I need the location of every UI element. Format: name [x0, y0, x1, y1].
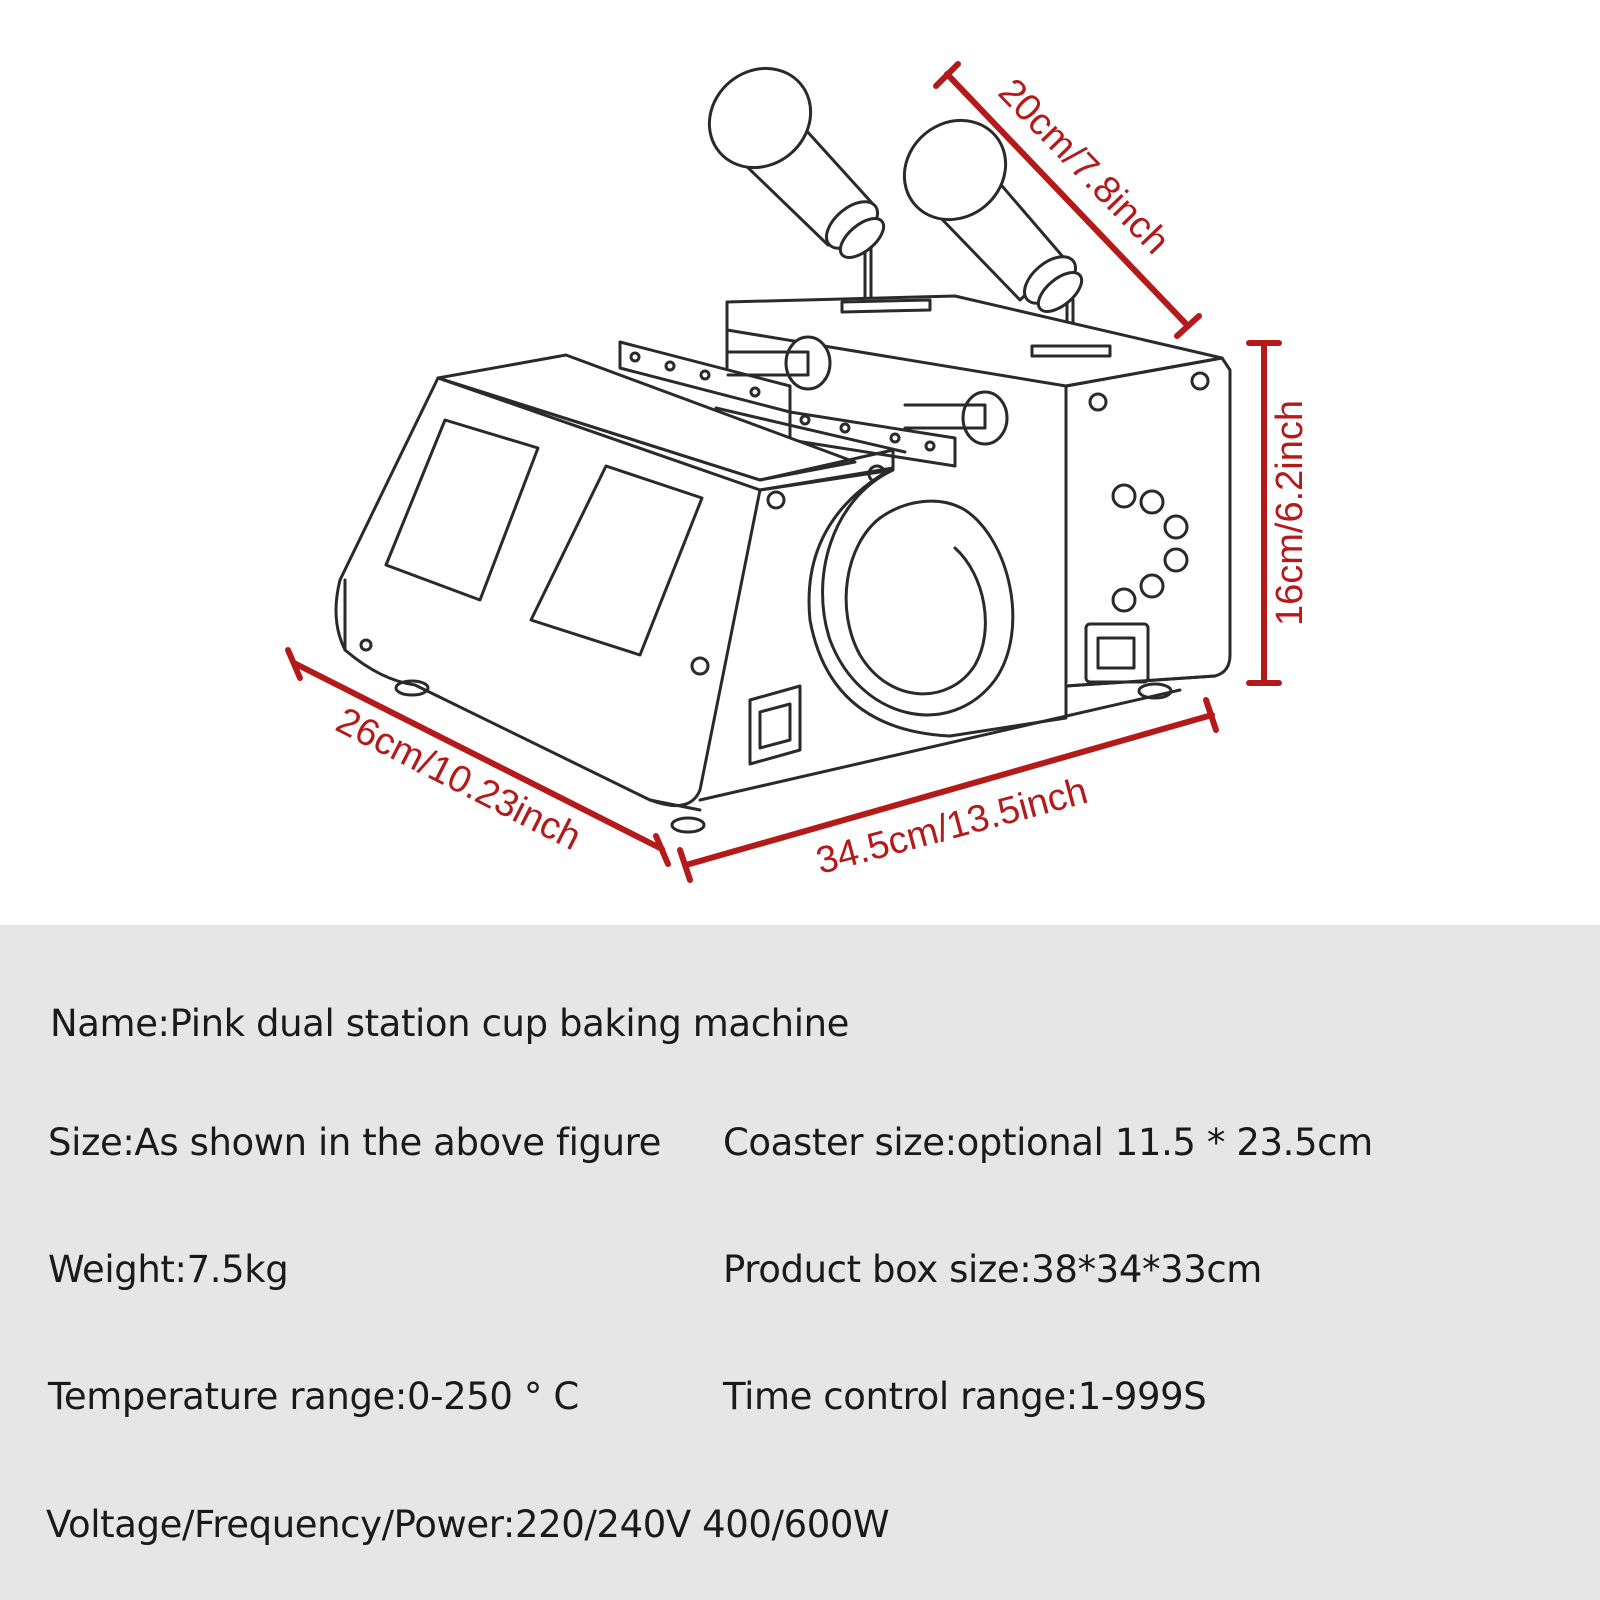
dimension-line-length — [677, 697, 1219, 883]
spec-size: Size:As shown in the above figure — [48, 1121, 661, 1164]
spec-coaster-size: Coaster size:optional 11.5 * 23.5cm — [723, 1121, 1373, 1164]
spec-time-control-range: Time control range:1-999S — [723, 1375, 1207, 1418]
spec-weight: Weight:7.5kg — [48, 1248, 289, 1291]
dimension-label-height: 16cm/6.2inch — [1269, 400, 1311, 626]
heat-press-machine-drawing — [334, 66, 1232, 834]
spec-box-size: Product box size:38*34*33cm — [723, 1248, 1262, 1291]
spec-voltage-frequency-power: Voltage/Frequency/Power:220/240V 400/600… — [46, 1503, 890, 1546]
handle-left — [707, 66, 886, 305]
rear-housing — [725, 294, 1232, 688]
front-housing — [334, 353, 1217, 834]
clamp-assembly — [618, 335, 1009, 468]
dimension-line-height — [1246, 340, 1282, 686]
spec-name: Name:Pink dual station cup baking machin… — [50, 1002, 849, 1045]
specification-panel: Name:Pink dual station cup baking machin… — [0, 925, 1600, 1600]
dimension-line-top-depth — [933, 61, 1202, 339]
dimension-line-width — [285, 647, 671, 867]
spec-temperature-range: Temperature range:0-250 ° C — [48, 1375, 579, 1418]
cup-heater-ring — [821, 468, 1015, 717]
product-dimension-diagram: 20cm/7.8inch 16cm/6.2inch 26cm/10.23inch… — [285, 61, 1311, 883]
dimension-lines — [285, 61, 1282, 883]
